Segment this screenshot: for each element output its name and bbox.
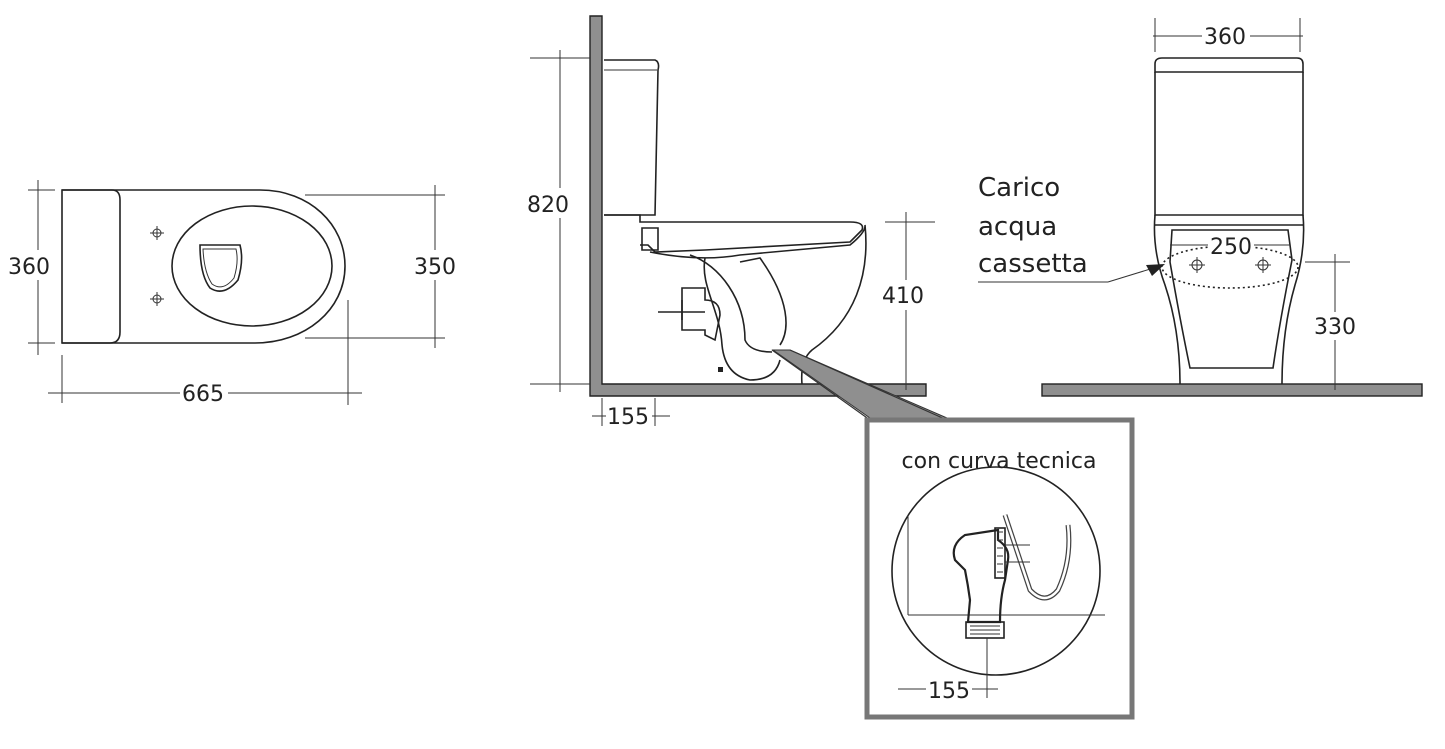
inlet-hole-icon [1189,257,1205,273]
wall-and-floor [589,15,927,397]
top-view-seat-opening [199,244,243,292]
side-view-tank [604,59,660,216]
callout-line-2: acqua [978,212,1057,242]
detail-callout: con curva tecnica 155 [771,349,1135,720]
callout-line-3: cassetta [978,249,1088,279]
inlet-zone [1161,245,1299,289]
inlet-hole-icon [1255,257,1271,273]
side-view-bowl [649,224,867,385]
top-view-bowl [171,205,333,327]
top-view-tank [61,189,121,344]
side-dim-height: 820 [527,193,569,218]
side-dim-rim-height: 410 [882,284,924,309]
top-dim-width: 360 [8,255,50,280]
front-dim-inlet-spacing: 250 [1210,235,1252,260]
detail-dim-outlet: 155 [928,679,970,704]
front-view-body [1153,214,1181,385]
front-dim-width: 360 [1204,25,1246,50]
front-floor [1041,383,1423,397]
front-view-tank-lid [1154,57,1304,73]
top-view: 360 350 665 [6,180,460,407]
top-dim-length: 665 [182,382,224,407]
detail-circle [891,466,1101,676]
side-dim-outlet: 155 [607,405,649,430]
top-view-body [62,189,346,344]
fixing-hole-icon [150,226,164,240]
side-view: 820 410 155 [526,15,935,430]
front-dim-inlet-height: 330 [1314,315,1356,340]
callout-line-1: Carico [978,173,1060,203]
detail-box [864,417,1135,720]
fixing-hole-icon [150,292,164,306]
arrow-icon [1146,264,1165,276]
top-dim-bowl-width: 350 [414,255,456,280]
detail-title: con curva tecnica [902,449,1097,474]
front-view: 250 360 330 Carico acqua cassetta [978,18,1423,397]
